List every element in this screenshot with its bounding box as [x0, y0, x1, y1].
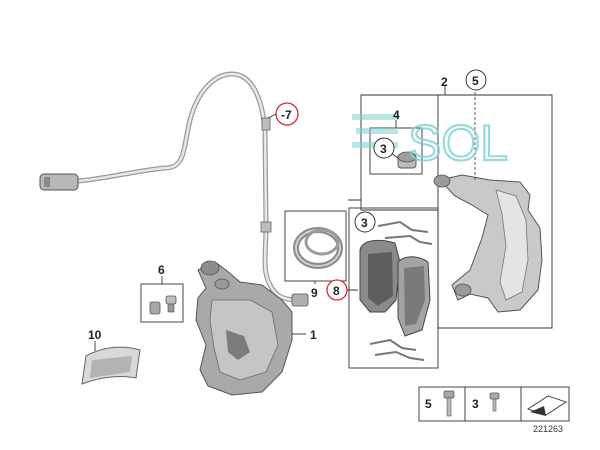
callout-7-highlight: [275, 102, 299, 126]
seal-kit-frame: [284, 210, 347, 282]
diagram-reference-number: 221263: [533, 424, 563, 434]
caliper-part: [195, 260, 293, 396]
callout-6: 6: [158, 263, 165, 277]
watermark-sol: SOL: [352, 114, 509, 172]
callout-10: 10: [88, 328, 102, 342]
callout-3-circle-group4: [373, 137, 395, 159]
pad-spring-clips-top: [377, 220, 433, 245]
callout-2: 2: [441, 75, 448, 89]
callout-1: 1: [310, 328, 317, 342]
callout-7: -7: [281, 108, 292, 122]
bleeder-screw-part: [149, 295, 177, 315]
callout-3-group4: 3: [380, 142, 387, 156]
callout-8: 8: [333, 284, 340, 298]
callout-5: 5: [472, 74, 479, 88]
fastener-legend: 5 3: [418, 386, 570, 422]
callout-3-pads: 3: [361, 216, 368, 230]
pad-spring-clips-bottom: [369, 338, 425, 361]
wear-sensor-part: [39, 71, 309, 307]
callout-7-number: 7: [285, 108, 292, 122]
legend-bolt-5-icon: [443, 390, 455, 417]
legend-label-5: 5: [425, 397, 432, 411]
callout-3-circle-pads: [354, 211, 376, 233]
seal-kit-part: [293, 227, 343, 269]
brake-carrier-part: [433, 92, 543, 313]
callout-9: 9: [311, 286, 318, 300]
brake-pads-frame: [348, 207, 439, 369]
diagram-arrow-icon: [526, 395, 568, 416]
watermark-text: SOL: [408, 115, 508, 171]
brake-pads-part: [359, 239, 431, 337]
guide-bolt-repair-part: [397, 151, 417, 169]
callout-8-highlight: [326, 279, 348, 301]
callout-5-circle: [465, 69, 487, 91]
callout-4: 4: [393, 108, 400, 122]
grease-sachet-part: [81, 346, 141, 385]
bleeder-frame: [140, 283, 184, 323]
legend-label-3: 3: [472, 397, 479, 411]
legend-bolt-3-icon: [489, 392, 500, 412]
